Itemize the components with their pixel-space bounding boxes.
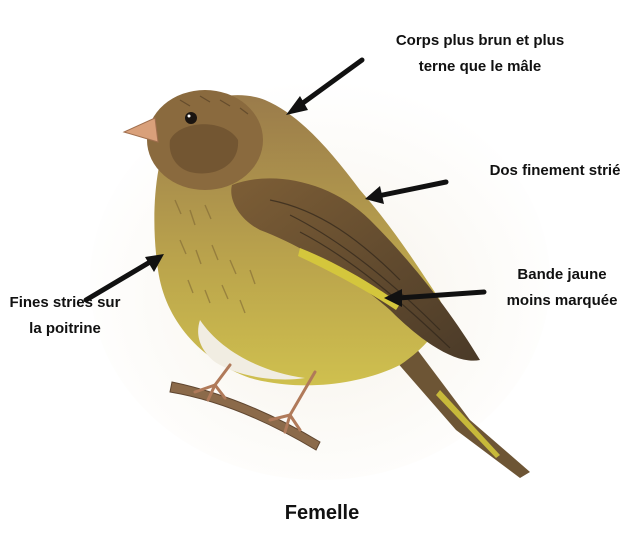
label-yellow-band: Bande jaune moins marquée: [480, 262, 644, 314]
label-body-line2: terne que le mâle: [370, 54, 590, 80]
caption: Femelle: [0, 502, 644, 525]
label-breast-streaks: Fines stries sur la poitrine: [0, 290, 130, 342]
label-body-line1: Corps plus brun et plus: [370, 28, 590, 54]
bird-beak: [124, 118, 158, 142]
eye-highlight: [188, 115, 191, 118]
label-body-color: Corps plus brun et plus terne que le mâl…: [370, 28, 590, 80]
label-breast-line1: Fines stries sur: [0, 290, 130, 316]
label-breast-line2: la poitrine: [0, 316, 130, 342]
label-band-line1: Bande jaune: [480, 262, 644, 288]
label-band-line2: moins marquée: [480, 288, 644, 314]
label-back-text: Dos finement strié: [465, 158, 644, 184]
bird-eye: [185, 112, 197, 124]
label-back: Dos finement strié: [465, 158, 644, 184]
